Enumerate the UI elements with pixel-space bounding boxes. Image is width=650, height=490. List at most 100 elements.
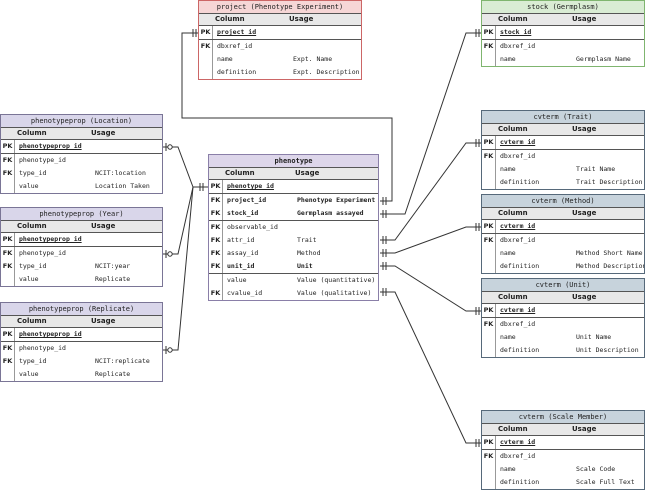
key-type	[482, 476, 496, 489]
key-type	[199, 66, 213, 79]
column-name: value	[19, 182, 39, 190]
column-header: Column	[17, 317, 47, 325]
column-name: definition	[500, 478, 540, 486]
column-usage	[576, 150, 644, 163]
usage-header: Usage	[572, 425, 597, 433]
key-type: PK	[199, 26, 213, 39]
column-header: Column	[498, 125, 528, 133]
table-title: phenotypeprop (Replicate)	[1, 303, 162, 316]
table-row: definition Unit Description	[482, 344, 644, 357]
usage-header: Usage	[572, 209, 597, 217]
key-type: FK	[1, 355, 15, 368]
column-name: cvterm_id	[500, 222, 536, 230]
key-type: FK	[199, 40, 213, 53]
column-usage	[95, 247, 162, 260]
column-name: definition	[500, 178, 540, 186]
link-scale	[380, 291, 481, 444]
column-name: observable_id	[227, 223, 278, 231]
key-type	[1, 180, 15, 193]
column-name: name	[217, 55, 233, 63]
table-title: cvterm (Scale Member)	[482, 411, 644, 424]
column-name: stock_id	[227, 209, 259, 217]
table-title: cvterm (Unit)	[482, 279, 644, 292]
column-name: phenotype_id	[19, 249, 66, 257]
column-name: dbxref_id	[500, 236, 536, 244]
column-usage	[95, 328, 162, 341]
column-usage	[95, 154, 162, 167]
key-type: FK	[209, 221, 223, 234]
link-stock	[380, 32, 481, 215]
usage-header: Usage	[572, 293, 597, 301]
key-type: FK	[482, 150, 496, 163]
table-title: phenotypeprop (Location)	[1, 115, 162, 128]
key-type: FK	[209, 247, 223, 260]
column-header: Column	[17, 222, 47, 230]
column-usage: NCIT:location	[95, 169, 146, 177]
key-type	[482, 176, 496, 189]
column-usage	[95, 342, 162, 355]
column-name: dbxref_id	[500, 152, 536, 160]
link-project	[181, 32, 393, 202]
column-usage: Expt. Description	[293, 68, 360, 76]
column-usage	[576, 40, 644, 53]
column-header: Column	[498, 209, 528, 217]
column-name: project_id	[227, 196, 267, 204]
column-usage: Unit	[297, 262, 313, 270]
column-usage	[576, 136, 644, 149]
column-name: cvterm_id	[500, 438, 536, 446]
table-row: FK observable_id	[209, 220, 378, 234]
column-header: Column	[215, 15, 245, 23]
column-usage: Germplasm Name	[576, 55, 631, 63]
table-header: Column Usage	[482, 208, 644, 220]
table-title: cvterm (Method)	[482, 195, 644, 208]
column-usage: Unit Description	[576, 346, 639, 354]
column-name: phenotypeprop_id	[19, 235, 82, 243]
key-type: FK	[209, 260, 223, 273]
column-usage	[576, 318, 644, 331]
link-year	[163, 186, 208, 255]
column-name: definition	[500, 346, 540, 354]
link-trait	[380, 142, 481, 241]
column-usage: Value (quantitative)	[297, 276, 376, 284]
column-name: cvterm_id	[500, 138, 536, 146]
column-usage	[576, 304, 644, 317]
key-type	[1, 273, 15, 286]
column-name: dbxref_id	[500, 42, 536, 50]
column-name: dbxref_id	[217, 42, 253, 50]
column-usage	[576, 26, 644, 39]
column-usage: Replicate	[95, 275, 131, 283]
table-header: Column Usage	[1, 221, 162, 233]
table-title: phenotypeprop (Year)	[1, 208, 162, 221]
link-location	[163, 146, 208, 188]
table-row: FK dbxref_id	[482, 149, 644, 163]
column-usage: Value (qualitative)	[297, 289, 372, 297]
column-name: unit_id	[227, 262, 255, 270]
usage-header: Usage	[91, 222, 116, 230]
column-name: name	[500, 333, 516, 341]
usage-header: Usage	[295, 169, 320, 177]
key-type	[1, 368, 15, 381]
key-type: FK	[482, 40, 496, 53]
column-name: type_id	[19, 262, 47, 270]
key-type: FK	[482, 234, 496, 247]
column-name: definition	[217, 68, 257, 76]
